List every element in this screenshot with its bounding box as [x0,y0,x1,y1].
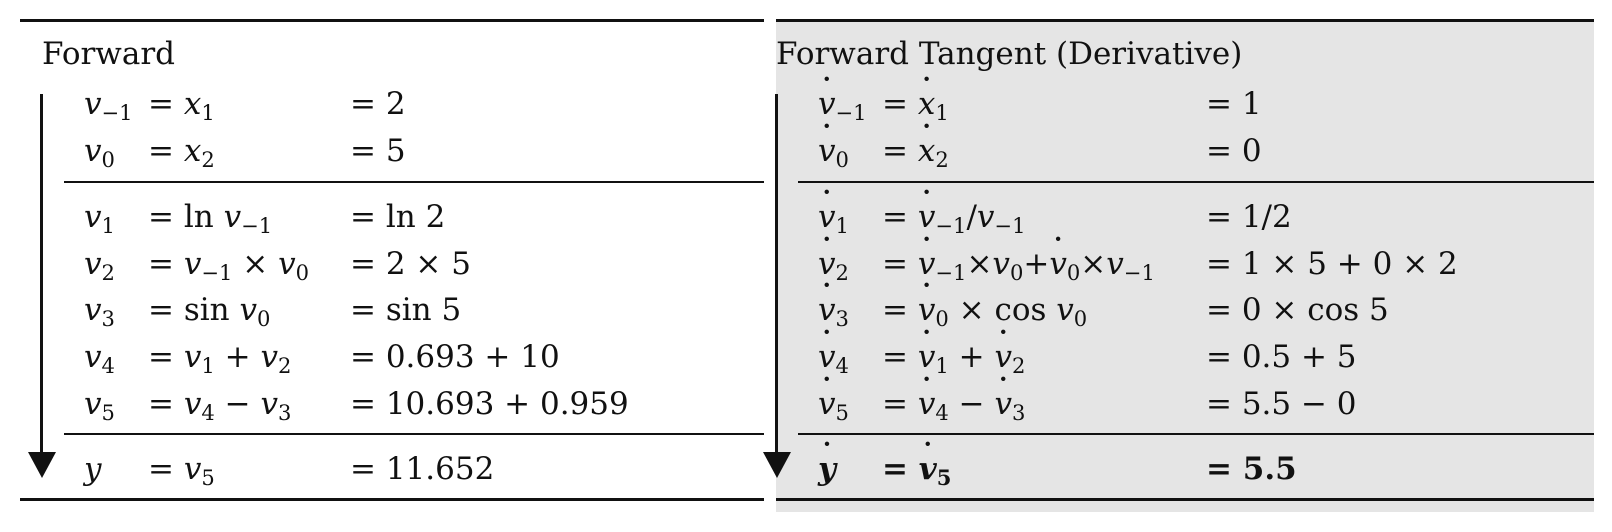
value-cell: = 1 × 5 + 0 × 2 [1206,246,1458,282]
value-cell: = 5 [350,133,406,169]
expr-cell: = x2 [882,118,949,180]
var-cell: v1 [818,184,849,246]
var-cell: v2 [818,231,849,293]
section-divider [798,181,1594,183]
expr-cell: = x1 [882,71,949,133]
top-rule [20,19,764,22]
flow-arrow-shaft [775,94,778,454]
value-cell: = 10.693 + 0.959 [350,386,629,422]
value-cell: = 5.5 − 0 [1206,386,1357,422]
flow-arrow-shaft [40,94,43,454]
table-row: v−1 = x1 = 1 [776,71,1594,125]
shaded-background [776,22,1594,512]
expr-cell: = v5 [882,436,951,498]
value-cell: = 5.5 [1206,451,1297,487]
expr-cell: = ln v−1 [148,199,273,238]
var-cell: v−1 [818,71,867,133]
expr-cell: = v0 × cos v0 [882,277,1087,339]
table-row: v2 = v−1 × v0 = 2 × 5 [20,244,764,285]
expr-cell: = v4 − v3 [882,371,1025,433]
value-cell: = 0 × cos 5 [1206,292,1389,328]
value-cell: = 1 [1206,86,1262,122]
table-row: v0 = x2 = 0 [776,118,1594,172]
table-row: v3 = sin v0 = sin 5 [20,290,764,331]
expr-cell: = v1 + v2 [148,339,292,378]
value-cell: = 0.693 + 10 [350,339,560,375]
forward-panel: Forward v−1 = x1 = 2 v0 = x2 = 5 v1 = ln… [20,0,764,532]
value-cell: = 2 [350,86,406,122]
section-divider [64,433,764,435]
forward-title: Forward [42,36,175,72]
value-cell: = ln 2 [350,199,446,235]
var-cell: v5 [818,371,849,433]
value-cell: = 2 × 5 [350,246,471,282]
value-cell: = sin 5 [350,292,462,328]
var-cell: v1 [84,199,115,238]
expr-cell: = v1 + v2 [882,324,1025,386]
var-cell: y [818,436,836,489]
expr-cell: = x2 [148,133,215,172]
expr-cell: = v−1 × v0 [148,246,310,285]
expr-cell: = v−1×v0+v0×v−1 [882,231,1155,293]
var-cell: v3 [84,292,115,331]
value-cell: = 11.652 [350,451,495,487]
expr-cell: = v4 − v3 [148,386,292,425]
var-cell: v−1 [84,86,133,125]
table-row: y = v5 = 11.652 [20,449,764,490]
bottom-rule [776,498,1594,501]
table-row: v5 = v4 − v3 = 10.693 + 0.959 [20,384,764,425]
table-row: v2 = v−1×v0+v0×v−1 = 1 × 5 + 0 × 2 [776,231,1594,285]
tangent-title: Forward Tangent (Derivative) [776,36,1243,72]
value-cell: = 1/2 [1206,199,1292,235]
var-cell: v3 [818,277,849,339]
top-rule [776,19,1594,22]
table-row: v4 = v1 + v2 = 0.693 + 10 [20,337,764,378]
down-arrow-icon [763,452,791,478]
section-divider [798,433,1594,435]
var-cell: v0 [84,133,115,172]
table-row: v5 = v4 − v3 = 5.5 − 0 [776,371,1594,425]
value-cell: = 0 [1206,133,1262,169]
bottom-rule [20,498,764,501]
var-cell: v0 [818,118,849,180]
section-divider [64,181,764,183]
table-row: v−1 = x1 = 2 [20,84,764,125]
value-cell: = 0.5 + 5 [1206,339,1357,375]
table-row: y = v5 = 5.5 [776,436,1594,490]
expr-cell: = v5 [148,451,215,490]
var-cell: v4 [818,324,849,386]
var-cell: y [84,451,102,487]
var-cell: v2 [84,246,115,285]
var-cell: v5 [84,386,115,425]
table-row: v1 = v−1/v−1 = 1/2 [776,184,1594,238]
var-cell: v4 [84,339,115,378]
tangent-panel: Forward Tangent (Derivative) v−1 = x1 = … [763,0,1594,532]
table-row: v1 = ln v−1 = ln 2 [20,197,764,238]
table-row: v3 = v0 × cos v0 = 0 × cos 5 [776,277,1594,331]
expr-cell: = sin v0 [148,292,271,331]
table-row: v4 = v1 + v2 = 0.5 + 5 [776,324,1594,378]
expr-cell: = v−1/v−1 [882,184,1025,246]
expr-cell: = x1 [148,86,215,125]
table-row: v0 = x2 = 5 [20,131,764,172]
down-arrow-icon [28,452,56,478]
